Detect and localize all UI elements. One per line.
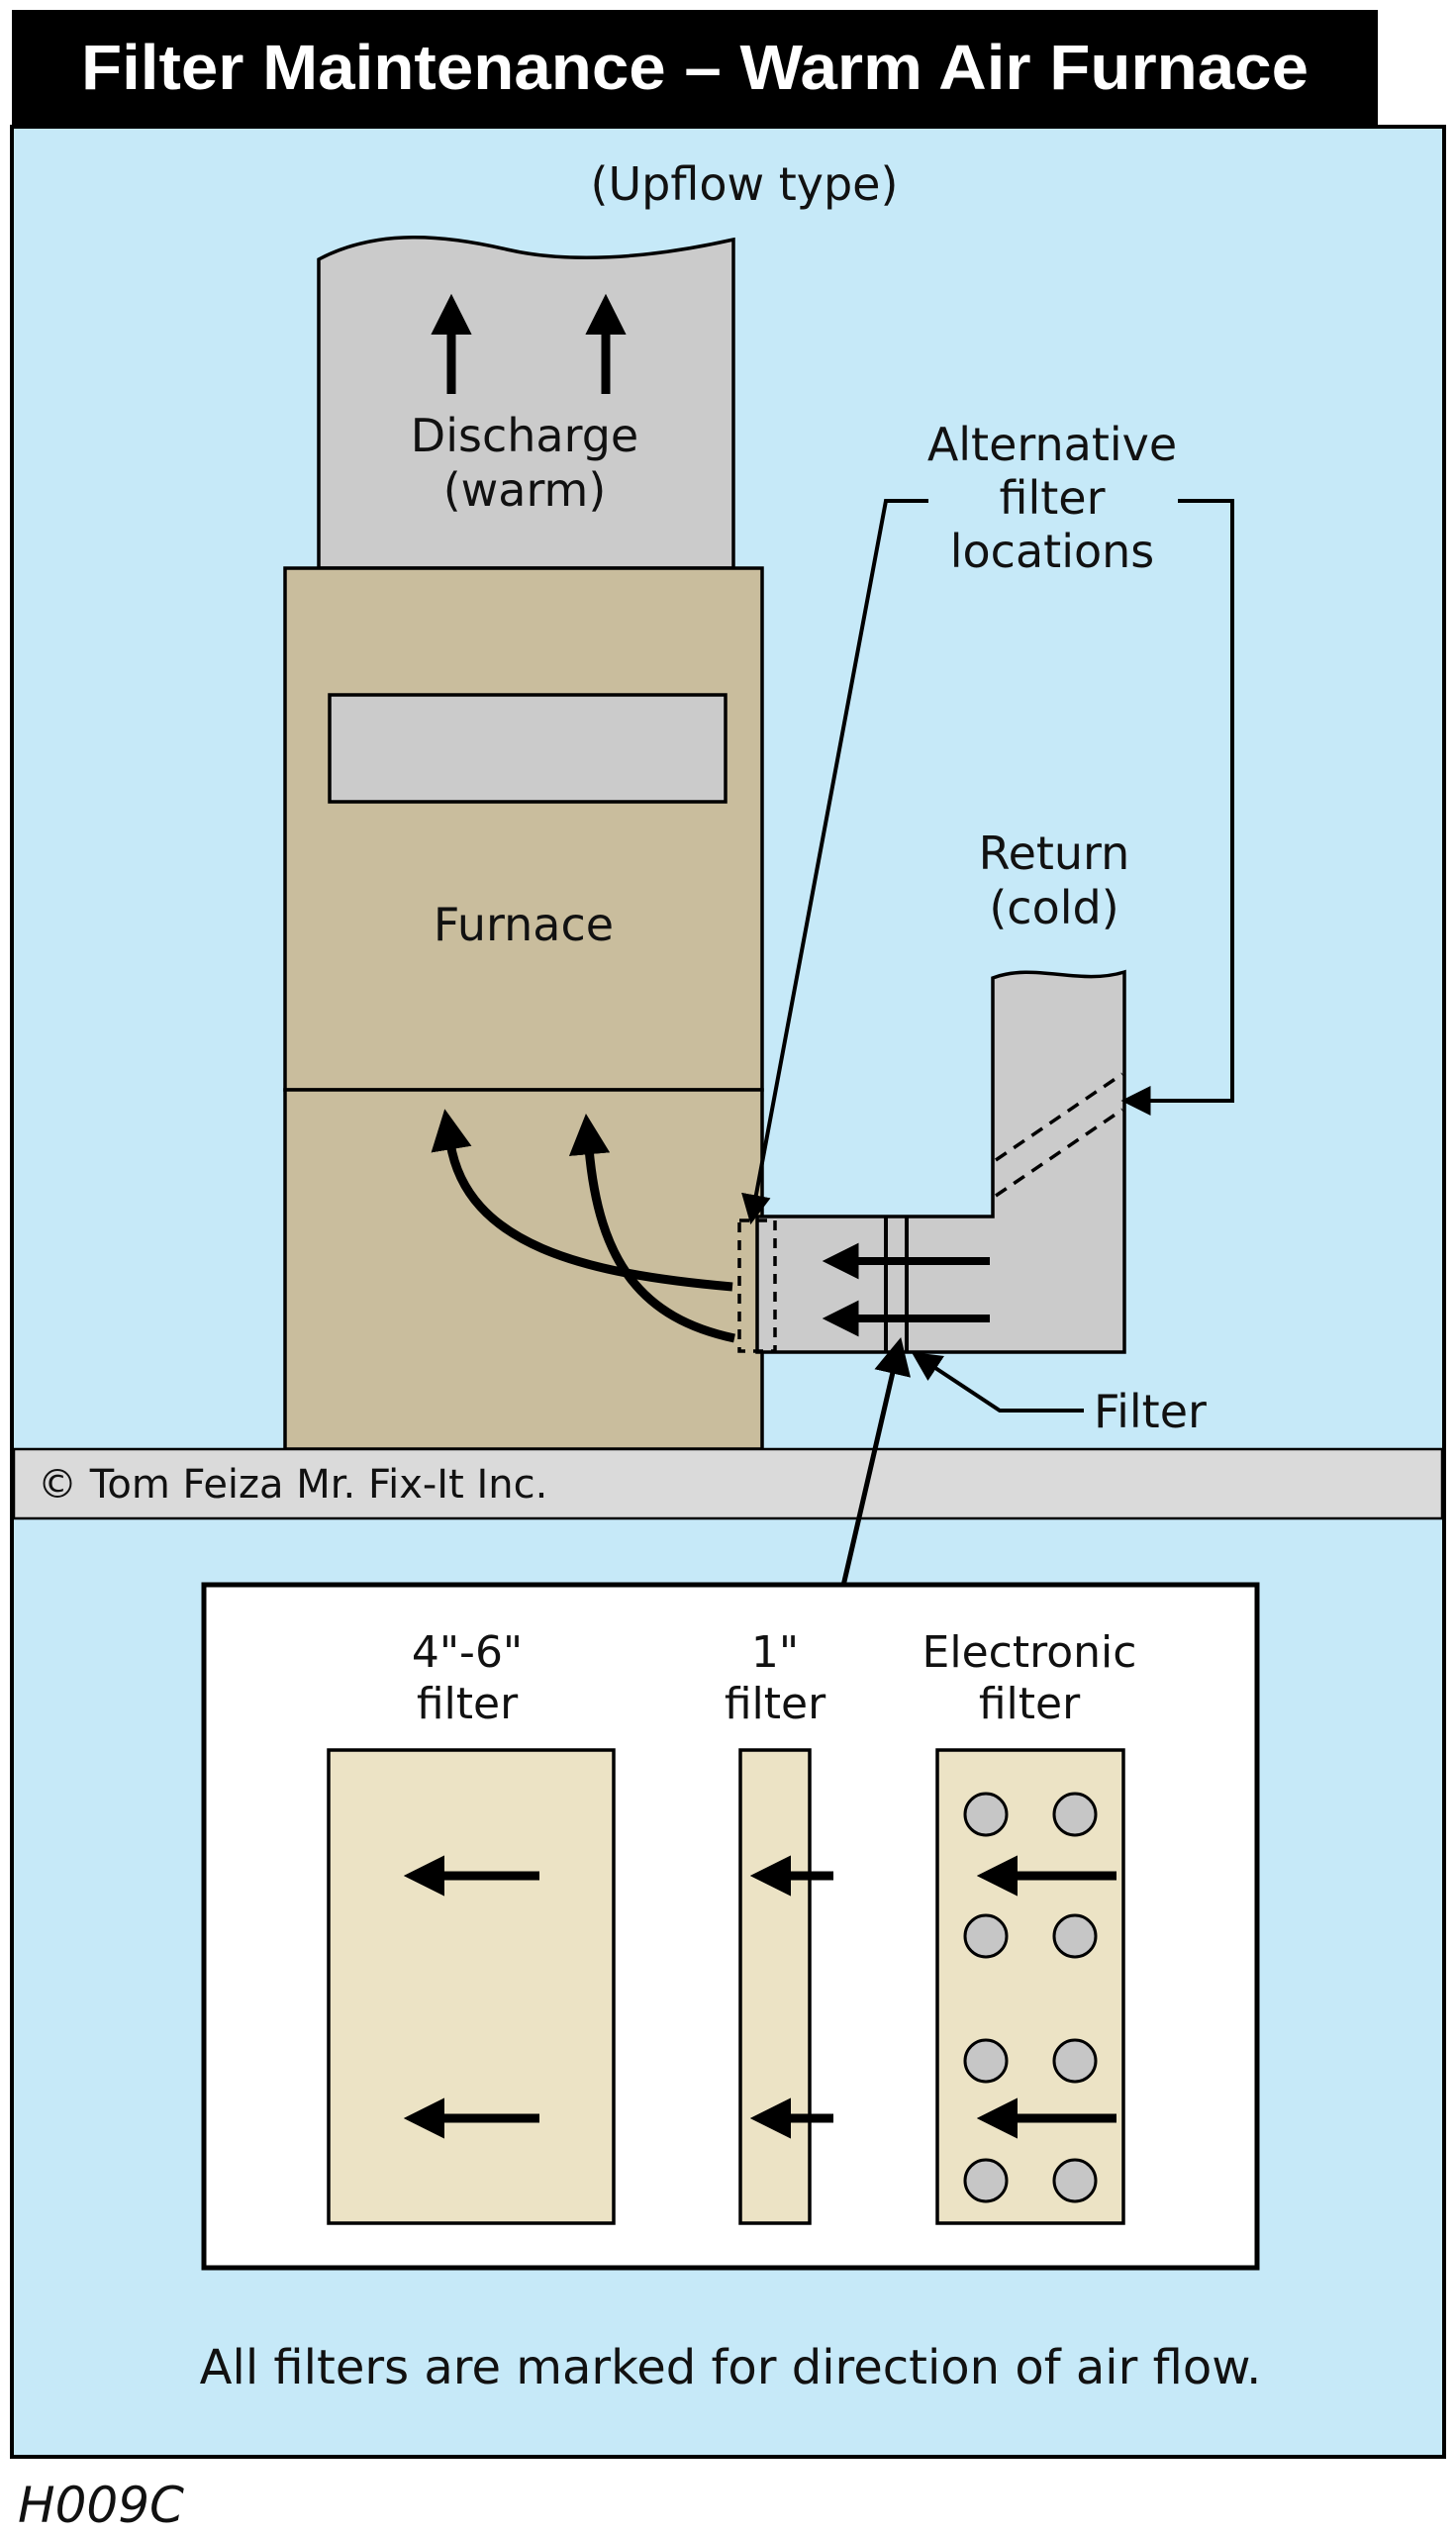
airflow-curved-arrow-icon	[431, 1109, 733, 1292]
electronic-filter-cell	[963, 1913, 1009, 1959]
furnace-panel	[328, 693, 728, 804]
filter-label: Filter	[1094, 1385, 1207, 1438]
copyright-band	[12, 1447, 1444, 1520]
discharge-duct	[317, 236, 735, 570]
airflow-curved-arrow-icon	[568, 1113, 735, 1343]
inset-filter-leader	[840, 1336, 911, 1587]
electronic-filter-cell	[963, 1792, 1009, 1837]
alt-filter-label: locations	[950, 525, 1154, 578]
electronic-filter-cell	[1052, 1913, 1098, 1959]
discharge-label-warm: (warm)	[443, 463, 607, 517]
title-bar	[12, 10, 1378, 125]
copyright-text: © Tom Feiza Mr. Fix-It Inc.	[38, 1462, 547, 1508]
filter-leader	[911, 1351, 1084, 1413]
filter-type-label: filter	[725, 1679, 826, 1729]
filter-type-label: filter	[417, 1679, 519, 1729]
electronic-filter-cell	[1052, 2158, 1098, 2203]
alt-filter-label: Alternative	[927, 418, 1177, 471]
furnace-label: Furnace	[434, 898, 614, 951]
subtitle-upflow-type: (Upflow type)	[591, 157, 899, 211]
return-label: Return	[979, 827, 1130, 880]
filter-type-label: 4"-6"	[412, 1627, 523, 1678]
electronic-filter-cell	[1052, 2038, 1098, 2084]
alt-filter-leader-right	[1120, 499, 1234, 1116]
return-label-cold: (cold)	[989, 881, 1118, 934]
filter-type-label: filter	[979, 1679, 1081, 1729]
filter-type-label: Electronic	[922, 1627, 1137, 1678]
electronic-filter-cell	[1052, 1792, 1098, 1837]
document-code: H009C	[18, 2477, 184, 2534]
airflow-caption: All filters are marked for direction of …	[200, 2340, 1262, 2395]
electronic-filter-shape	[935, 1748, 1125, 2225]
electronic-filter-cell	[963, 2038, 1009, 2084]
furnace-blower-section	[283, 1088, 764, 1451]
discharge-label: Discharge	[411, 409, 638, 462]
wide-filter-shape	[327, 1748, 616, 2225]
return-alt-filter-dashed-line	[995, 1108, 1123, 1198]
electronic-filter-cell	[963, 2158, 1009, 2203]
filter-type-label: 1"	[751, 1627, 799, 1678]
alt-filter-label: filter	[999, 471, 1105, 525]
return-alt-filter-dashed-line	[995, 1072, 1123, 1162]
thin-filter-shape	[738, 1748, 812, 2225]
page-title: Filter Maintenance – Warm Air Furnace	[81, 32, 1309, 103]
furnace-body	[283, 566, 764, 1092]
alt-filter-leader-left	[741, 499, 928, 1225]
